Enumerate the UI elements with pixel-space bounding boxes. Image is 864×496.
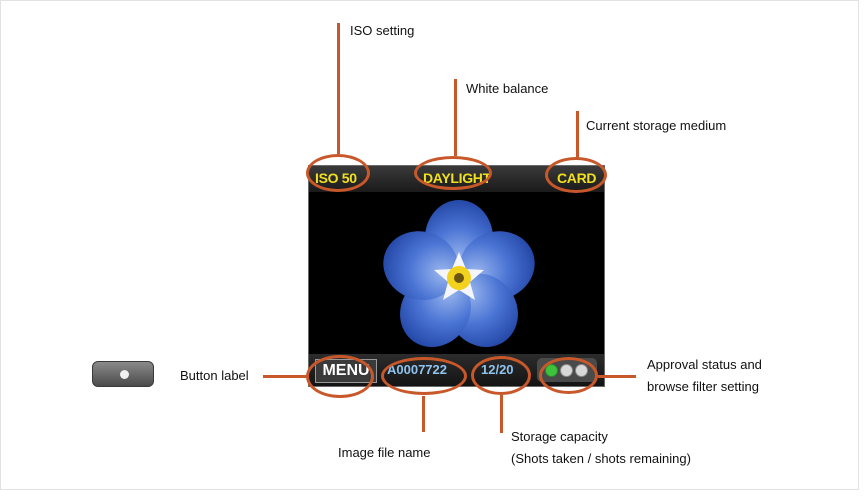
flower-photo (383, 200, 535, 348)
label-current-storage: Current storage medium (586, 118, 727, 133)
callout-line-storage (576, 111, 579, 159)
highlight-file-name (381, 357, 467, 395)
label-storage-capacity: Storage capacity (511, 429, 608, 444)
highlight-white-balance (414, 156, 492, 190)
camera-soft-button[interactable] (92, 361, 154, 387)
highlight-iso (306, 154, 370, 192)
label-storage-capacity-detail: (Shots taken / shots remaining) (511, 451, 691, 466)
label-approval-line2: browse filter setting (647, 379, 759, 394)
callout-line-file-name (422, 396, 425, 432)
petal (383, 231, 459, 301)
callout-line-white-balance (454, 79, 457, 156)
label-button: Button label (180, 368, 249, 383)
label-image-file-name: Image file name (338, 445, 431, 460)
callout-line-iso (337, 23, 340, 154)
highlight-menu (306, 355, 374, 398)
highlight-capacity (471, 356, 531, 395)
highlight-storage (545, 157, 607, 193)
callout-line-button (263, 375, 308, 378)
label-approval-line1: Approval status and (647, 357, 762, 372)
camera-lcd-screen: ISO 50 DAYLIGHT CARD MENU A0007722 12/20 (308, 165, 605, 387)
label-iso-setting: ISO setting (350, 23, 415, 38)
highlight-approval (539, 357, 598, 394)
button-dot-icon (120, 370, 129, 379)
label-white-balance: White balance (466, 81, 549, 96)
callout-line-storage-capacity (500, 395, 503, 433)
callout-line-approval (598, 375, 636, 378)
